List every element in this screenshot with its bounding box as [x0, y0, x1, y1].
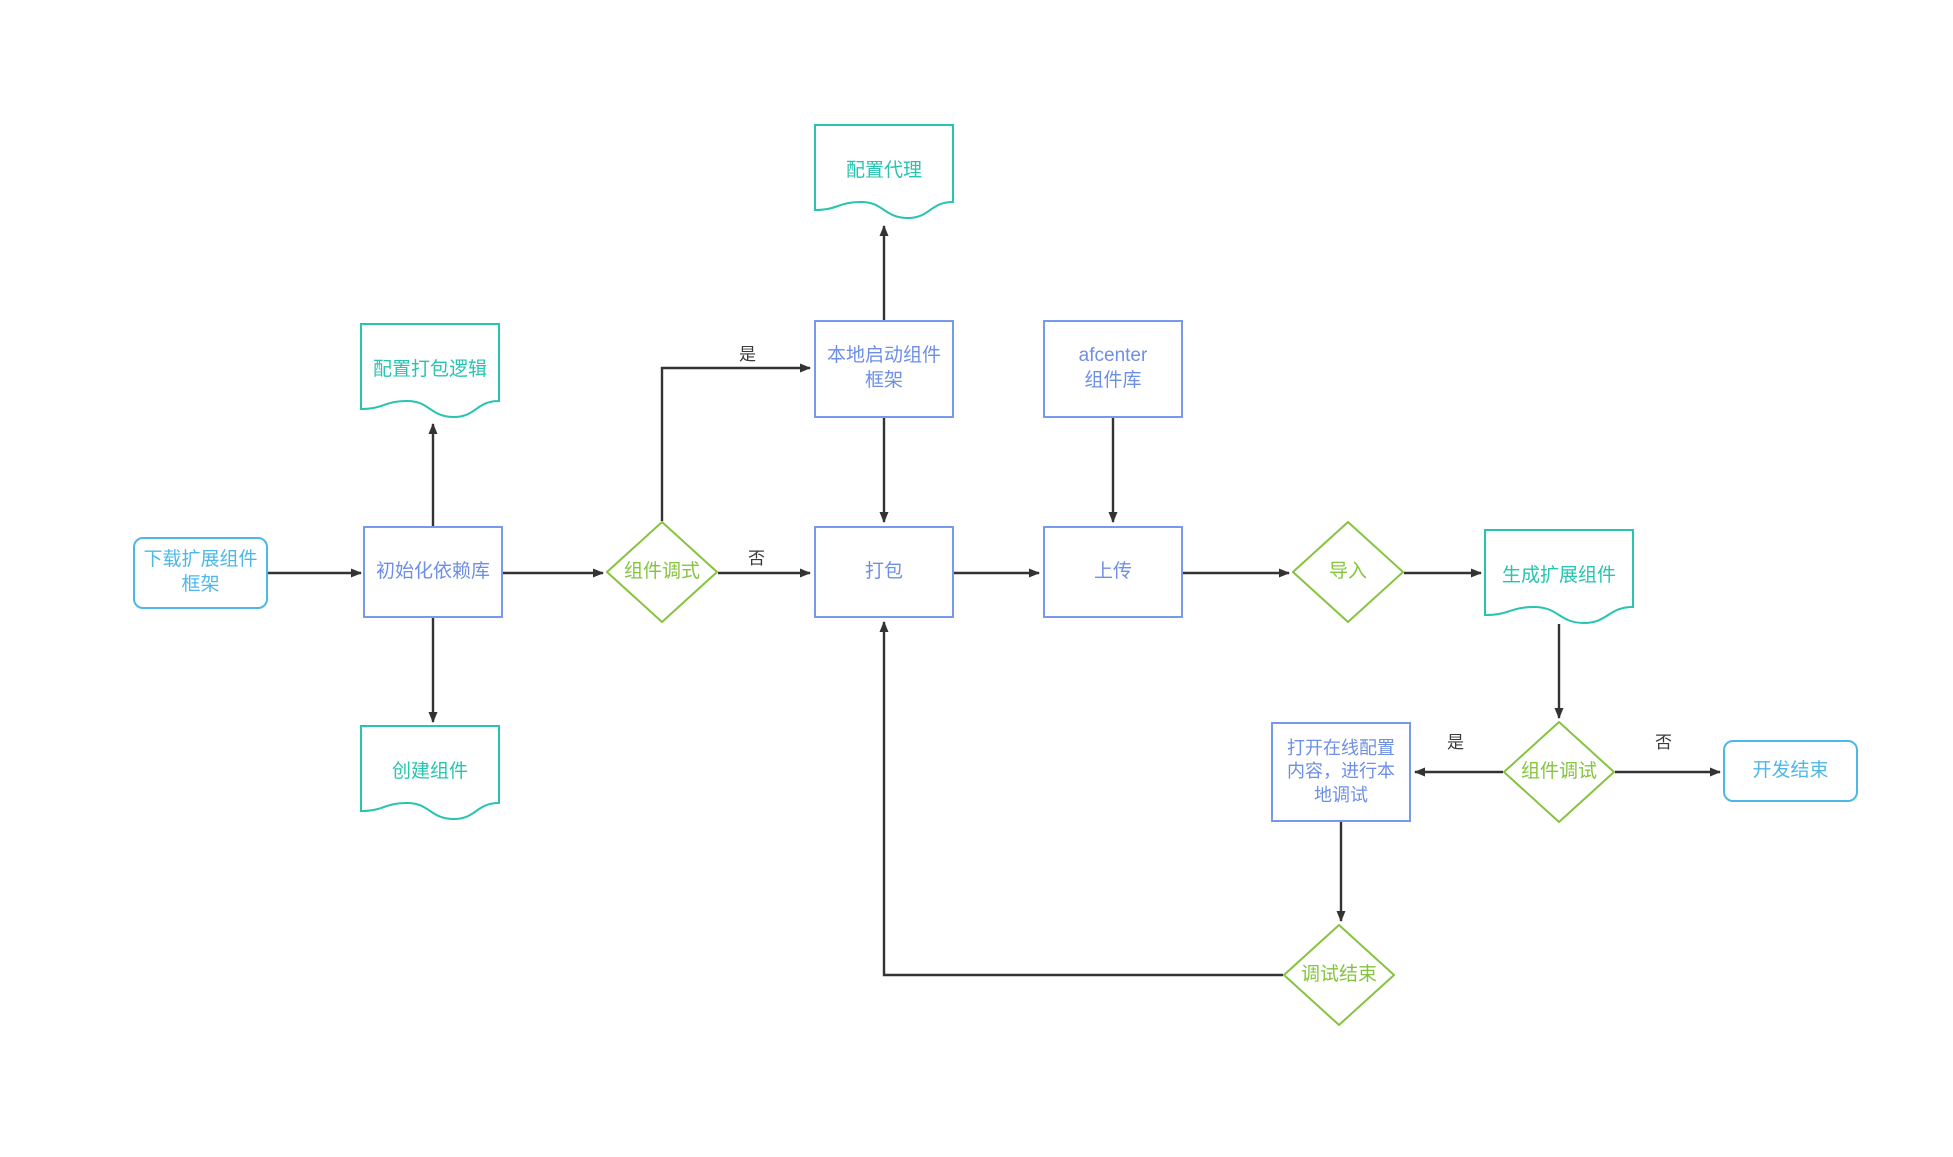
node-create-component[interactable]: 创建组件: [360, 725, 500, 820]
node-generate-extension-component[interactable]: 生成扩展组件: [1484, 529, 1634, 624]
node-open-online-config-local-debug[interactable]: 打开在线配置内容，进行本地调试: [1271, 722, 1411, 822]
node-label: 组件调试: [1520, 760, 1597, 782]
edge-label-no-middle: 否: [748, 549, 765, 568]
node-label: 配置代理: [845, 160, 922, 182]
document-shape-icon: [814, 124, 954, 219]
edge-label-no-right: 否: [1655, 733, 1672, 752]
node-label: 组件调式: [623, 560, 700, 582]
node-download-extension-framework[interactable]: 下载扩展组件框架: [133, 537, 268, 609]
node-debug-end-decision[interactable]: 调试结束: [1283, 924, 1395, 1026]
node-label: 上传: [1093, 560, 1132, 582]
node-import-decision[interactable]: 导入: [1292, 521, 1404, 623]
node-label: 打开在线配置内容，进行本地调试: [1287, 737, 1395, 805]
node-label: 本地启动组件框架: [826, 345, 941, 391]
document-shape-icon: [360, 323, 500, 418]
node-label: 下载扩展组件框架: [143, 549, 258, 595]
node-package[interactable]: 打包: [814, 526, 954, 618]
node-development-end[interactable]: 开发结束: [1723, 740, 1858, 802]
node-config-packaging-logic[interactable]: 配置打包逻辑: [360, 323, 500, 418]
edge-debug-end-to-package: [879, 621, 1283, 977]
edge-label-yes-top: 是: [739, 345, 756, 364]
node-label: 调试结束: [1300, 963, 1377, 985]
node-upload[interactable]: 上传: [1043, 526, 1183, 618]
diamond-shape-icon: [1283, 924, 1395, 1026]
edge-debug1-yes-to-local-start: [660, 363, 811, 521]
node-afcenter-component-library[interactable]: afcenter 组件库: [1043, 320, 1183, 418]
node-component-debug-decision-2[interactable]: 组件调试: [1503, 721, 1615, 823]
node-label: 生成扩展组件: [1501, 565, 1616, 587]
diamond-shape-icon: [1292, 521, 1404, 623]
node-local-start-component-framework[interactable]: 本地启动组件框架: [814, 320, 954, 418]
node-label: 打包: [864, 560, 903, 582]
node-label: afcenter 组件库: [1078, 345, 1148, 391]
edge-label-yes-bottom: 是: [1447, 733, 1464, 752]
node-label: 开发结束: [1752, 759, 1829, 781]
node-component-debug-decision-1[interactable]: 组件调式: [606, 521, 718, 623]
node-config-proxy[interactable]: 配置代理: [814, 124, 954, 219]
node-label: 初始化依赖库: [375, 560, 490, 582]
node-label: 创建组件: [391, 761, 468, 783]
diamond-shape-icon: [1503, 721, 1615, 823]
node-label: 配置打包逻辑: [372, 359, 487, 381]
node-init-dependencies[interactable]: 初始化依赖库: [363, 526, 503, 618]
node-label: 导入: [1328, 560, 1367, 582]
document-shape-icon: [1484, 529, 1634, 624]
document-shape-icon: [360, 725, 500, 820]
diamond-shape-icon: [606, 521, 718, 623]
